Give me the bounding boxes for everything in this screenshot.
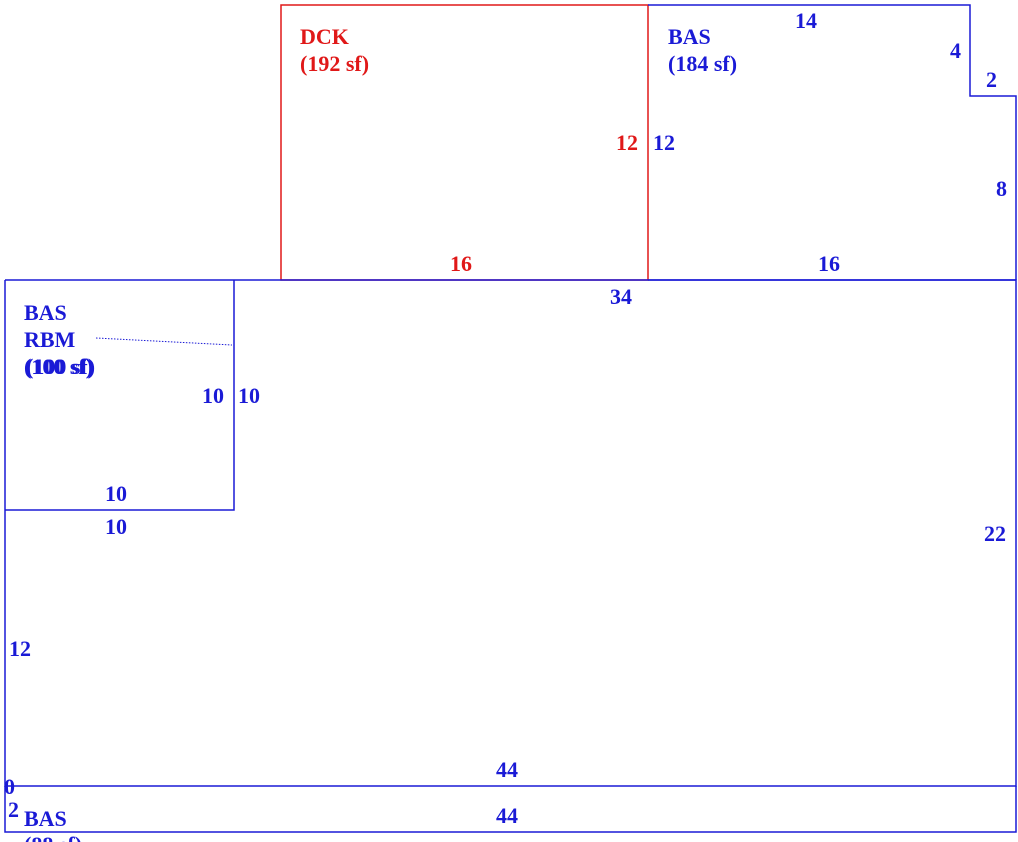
rbm-outline	[5, 280, 235, 511]
leader-line	[95, 337, 233, 346]
dim-top-4: 4	[950, 38, 961, 63]
bas-bottom-code: BAS	[24, 806, 67, 831]
dim-strip-44: 44	[496, 803, 518, 828]
dim-dck-12: 12	[616, 130, 638, 155]
bas-top-outline	[648, 4, 1017, 280]
bas-bottom-area: (88 sf)	[24, 832, 82, 842]
dim-bas-16: 16	[818, 251, 840, 276]
dim-mid-34: 34	[610, 284, 632, 309]
bas-main-code: BAS	[24, 300, 67, 325]
dim-dck-16: 16	[450, 251, 472, 276]
dim-top-14: 14	[795, 8, 817, 33]
dim-left-12: 12	[9, 636, 31, 661]
bas-main-area: (100 sf)	[24, 354, 93, 379]
dim-right-8: 8	[996, 176, 1007, 201]
dck-area: (192 sf)	[300, 51, 369, 76]
dim-two: 2	[8, 797, 19, 822]
bas-top-area: (184 sf)	[668, 51, 737, 76]
rbm-code: RBM	[24, 327, 76, 352]
dim-rbm-10-bottom-a: 10	[105, 481, 127, 506]
dim-rbm-10-right-a: 10	[202, 383, 224, 408]
dim-rbm-10-bottom-b: 10	[105, 514, 127, 539]
bas-main-outline	[4, 279, 1017, 787]
rbm-area: (100 sf)	[26, 354, 95, 379]
dim-bas-12: 12	[653, 130, 675, 155]
dck-code: DCK	[300, 24, 349, 49]
bas-bottom-outline	[4, 786, 1017, 833]
dim-right-22: 22	[984, 521, 1006, 546]
dim-zero: 0	[4, 774, 15, 799]
dim-top-2: 2	[986, 67, 997, 92]
dim-main-44: 44	[496, 757, 518, 782]
dim-rbm-10-right-b: 10	[238, 383, 260, 408]
bas-top-code: BAS	[668, 24, 711, 49]
